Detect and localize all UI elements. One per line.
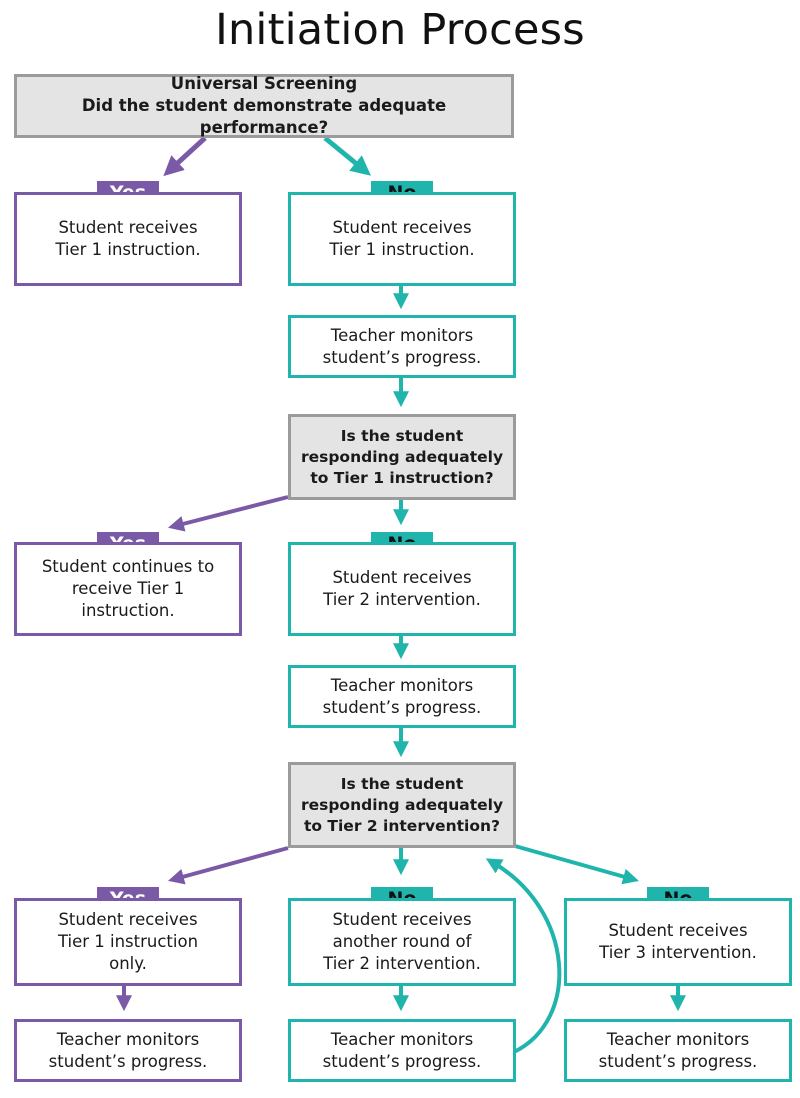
yes-continue-line3: instruction.: [81, 601, 175, 620]
monitor-1-line1: Teacher monitors: [330, 325, 474, 345]
arrow-screening-yes: [163, 136, 207, 177]
yes-tier1-only-line3: only.: [109, 954, 147, 973]
no-tier3-line2: Tier 3 intervention.: [599, 943, 757, 962]
monitor-2-line2: student’s progress.: [322, 697, 482, 717]
monitor-3-right-line2: student’s progress.: [598, 1051, 758, 1071]
no-tier1-line1: Student receives: [332, 218, 472, 237]
question-2-line1: Is the student: [340, 774, 464, 793]
monitor-3-mid-line1: Teacher monitors: [330, 1029, 474, 1049]
yes-tier1-line1: Student receives: [58, 218, 198, 237]
no-tier2-box: Student receives Tier 2 intervention.: [288, 542, 516, 636]
no-tier1-box: Student receives Tier 1 instruction.: [288, 192, 516, 286]
no-tier2-again-line2: another round of: [332, 932, 472, 951]
universal-screening-question: Universal Screening Did the student demo…: [14, 74, 514, 138]
arrow-loop-back-to-question2: [485, 858, 562, 1054]
question-1-line1: Is the student: [340, 426, 464, 445]
monitor-box-2: Teacher monitors student’s progress.: [288, 665, 516, 728]
no-tier2-line1: Student receives: [332, 568, 472, 587]
monitor-box-1: Teacher monitors student’s progress.: [288, 315, 516, 378]
no-tier3-box: Student receives Tier 3 intervention.: [564, 898, 792, 986]
no-tier1-line2: Tier 1 instruction.: [329, 240, 475, 259]
screening-heading: Universal Screening: [170, 74, 358, 93]
yes-tier1-box: Student receives Tier 1 instruction.: [14, 192, 242, 286]
monitor-box-3-left: Teacher monitors student’s progress.: [14, 1019, 242, 1082]
monitor-3-left-line1: Teacher monitors: [56, 1029, 200, 1049]
no-tier2-again-line1: Student receives: [332, 910, 472, 929]
arrow-screening-no: [323, 136, 371, 176]
screening-question: Did the student demonstrate adequate per…: [81, 96, 447, 137]
monitor-3-mid-line2: student’s progress.: [322, 1051, 482, 1071]
question-2-line3: to Tier 2 intervention?: [303, 816, 501, 835]
arrow-question2-no-right: [514, 844, 639, 885]
monitor-box-3-mid: Teacher monitors student’s progress.: [288, 1019, 516, 1082]
monitor-1-line2: student’s progress.: [322, 347, 482, 367]
no-tier2-again-box: Student receives another round of Tier 2…: [288, 898, 516, 986]
arrow-question1-yes: [168, 495, 289, 532]
monitor-3-right-line1: Teacher monitors: [606, 1029, 750, 1049]
question-1-line2: responding adequately: [300, 447, 504, 466]
yes-continue-line2: receive Tier 1: [71, 579, 185, 598]
monitor-2-line1: Teacher monitors: [330, 675, 474, 695]
yes-tier1-only-line2: Tier 1 instruction: [57, 932, 199, 951]
question-tier1: Is the student responding adequately to …: [288, 414, 516, 500]
no-tier2-line2: Tier 2 intervention.: [323, 590, 481, 609]
no-tier2-again-line3: Tier 2 intervention.: [323, 954, 481, 973]
monitor-3-left-line2: student’s progress.: [48, 1051, 208, 1071]
yes-continue-tier1-box: Student continues to receive Tier 1 inst…: [14, 542, 242, 636]
yes-tier1-line2: Tier 1 instruction.: [55, 240, 201, 259]
yes-tier1-only-line1: Student receives: [58, 910, 198, 929]
question-1-line3: to Tier 1 instruction?: [310, 468, 494, 487]
page-title: Initiation Process: [215, 5, 585, 55]
yes-continue-line1: Student continues to: [41, 557, 215, 576]
question-2-line2: responding adequately: [300, 795, 504, 814]
yes-tier1-only-box: Student receives Tier 1 instruction only…: [14, 898, 242, 986]
arrow-question2-yes: [168, 846, 289, 885]
no-tier3-line1: Student receives: [608, 921, 748, 940]
question-tier2: Is the student responding adequately to …: [288, 762, 516, 848]
monitor-box-3-right: Teacher monitors student’s progress.: [564, 1019, 792, 1082]
